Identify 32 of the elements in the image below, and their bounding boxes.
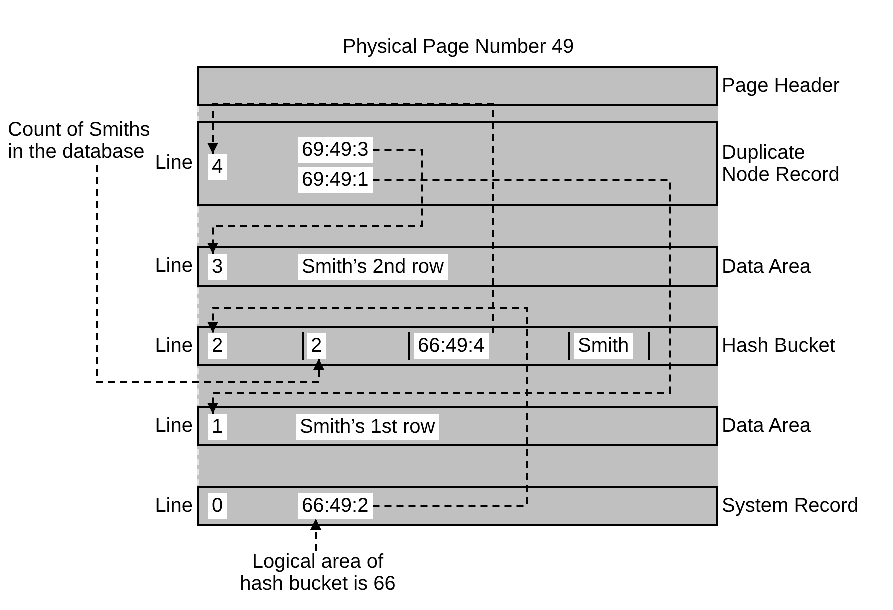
line-label: Line (155, 414, 193, 438)
record-type-label: Page Header (722, 74, 841, 99)
arrow (208, 179, 671, 414)
field-value: 69:49:1 (298, 167, 373, 193)
field-value: Smith’s 2nd row (298, 254, 448, 280)
field-value: Smith’s 1st row (296, 414, 440, 440)
line-label: Line (155, 494, 193, 518)
arrow (208, 103, 494, 333)
line-label: Line (155, 151, 193, 176)
field-value: 66:49:4 (414, 333, 489, 359)
record-type-label: Hash Bucket (722, 334, 836, 359)
record-type-label: Data Area (722, 254, 812, 280)
field-value: 66:49:2 (298, 493, 373, 519)
annotation-text: Logical area of hash bucket is 66 (234, 551, 402, 595)
arrow (208, 149, 423, 254)
page-title: Physical Page Number 49 (342, 36, 576, 58)
field-value: 2 (307, 333, 326, 359)
line-label: Line (155, 334, 193, 358)
arrow (208, 307, 528, 507)
line-label: Line (155, 254, 193, 279)
field-value: 4 (208, 154, 228, 180)
field-value: 1 (208, 414, 228, 440)
field-value: 0 (208, 493, 228, 519)
field-value: 69:49:3 (298, 137, 373, 163)
arrow (310, 519, 322, 551)
field-value: 3 (208, 254, 228, 280)
record-type-label: Duplicate Node Record (722, 140, 841, 188)
field-value: 2 (208, 333, 228, 359)
record-type-label: System Record (722, 494, 860, 519)
arrow (96, 165, 324, 383)
record-type-label: Data Area (722, 414, 812, 439)
field-value: Smith (574, 333, 634, 359)
